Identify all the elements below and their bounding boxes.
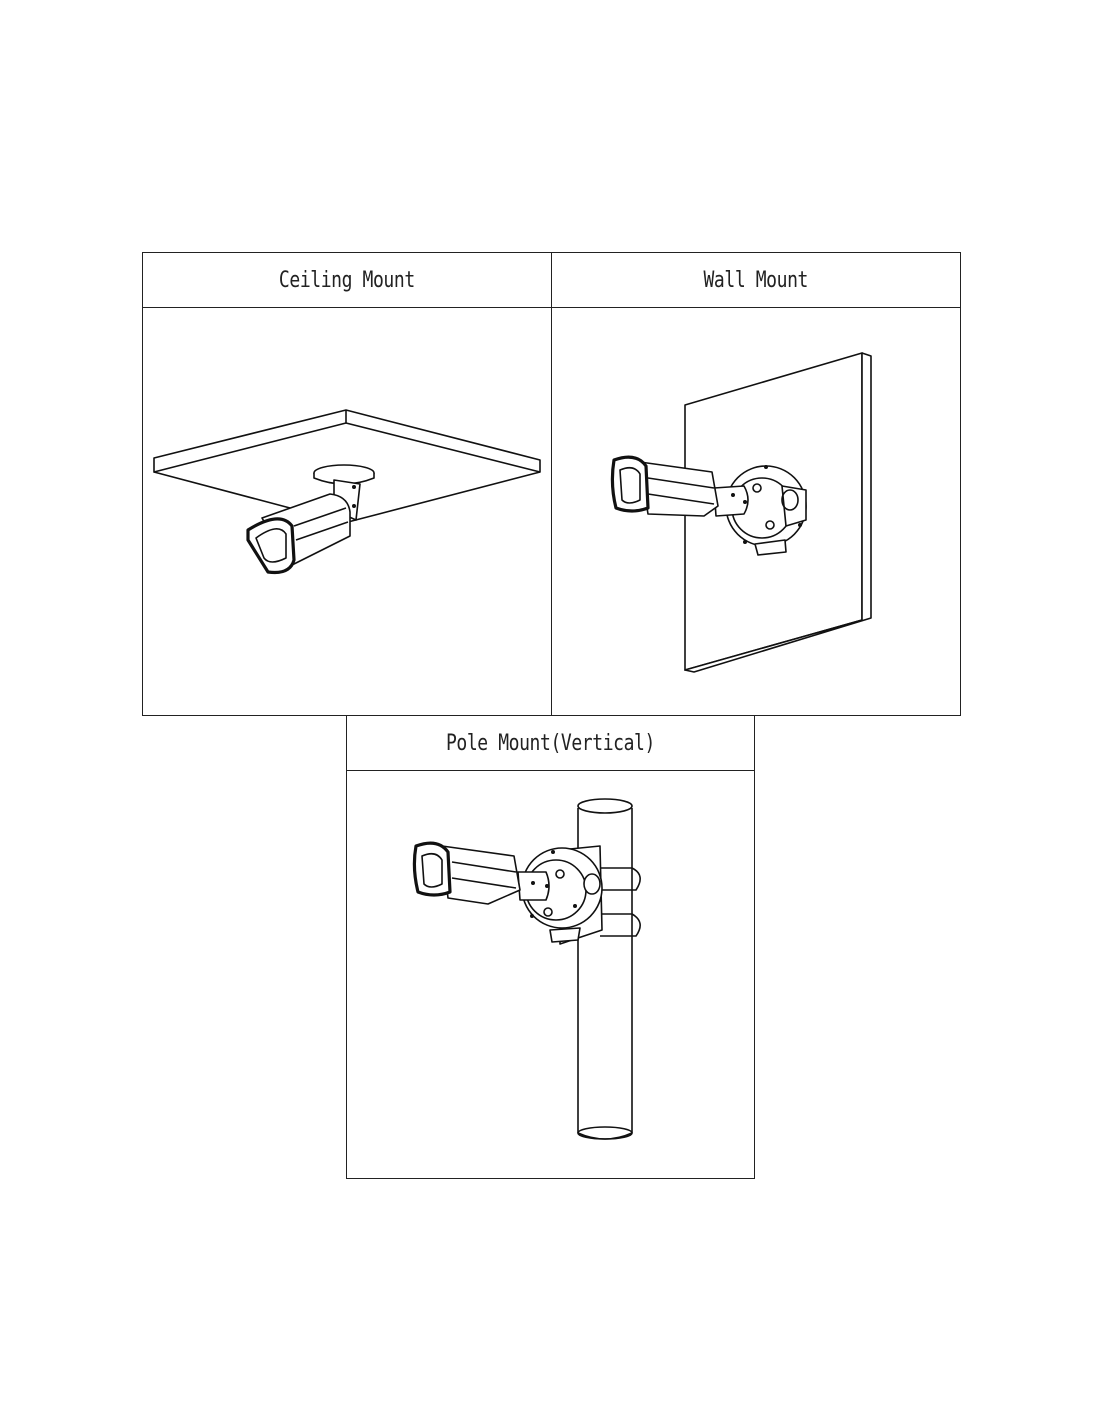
pole-mount-illustration-icon [412,798,641,1140]
pole-mount-cell: Pole Mount(Vertical) [346,715,755,1179]
ceiling-mount-illustration-icon [153,409,541,575]
wall-mount-cell: Wall Mount [551,252,961,716]
ceiling-mount-label: Ceiling Mount [279,267,415,293]
wall-mount-illustration-icon [610,352,872,673]
pole-mount-label: Pole Mount(Vertical) [445,730,656,756]
wall-mount-label: Wall Mount [703,267,809,293]
